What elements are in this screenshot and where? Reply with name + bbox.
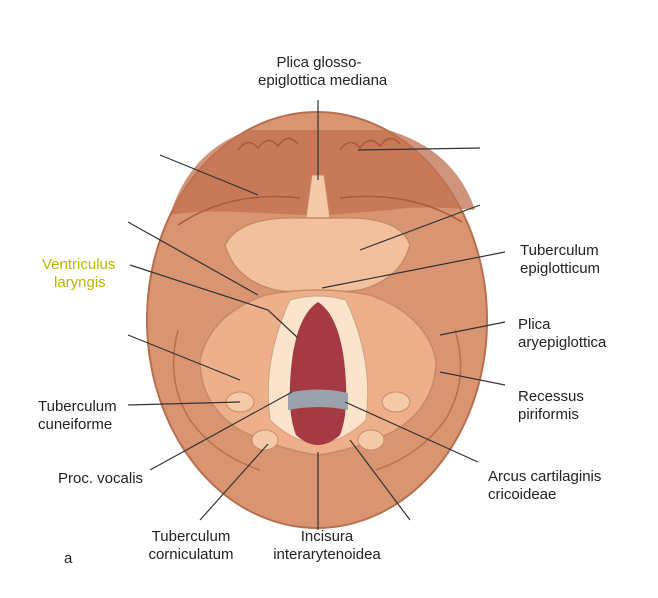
label-line: cuneiforme (38, 416, 113, 433)
label-line: piriformis (518, 406, 579, 423)
leader-tuberculum-epiglotticum (321, 251, 506, 289)
label-incisura-interarytenoidea: Incisura interarytenoidea (262, 528, 392, 564)
epiglottis (224, 216, 411, 294)
label-line: Plica glosso- (276, 54, 362, 71)
label-line: epiglottica mediana (258, 72, 388, 89)
label-line: cricoideae (488, 486, 557, 503)
leader-left-middle (127, 334, 241, 381)
label-plica-aryepiglottica: Plica aryepiglottica (518, 316, 606, 352)
leader-cuneiforme (127, 401, 241, 406)
label-recessus-piriformis: Recessus piriformis (518, 388, 584, 424)
label-line: Plica (518, 316, 551, 333)
rima-glottidis (289, 302, 347, 445)
tongue-base (170, 130, 475, 215)
leader-ventriculus (129, 264, 299, 339)
label-tuberculum-epiglotticum: Tuberculum epiglotticum (520, 242, 600, 278)
lingual-papillae (237, 137, 401, 151)
label-line: corniculatum (148, 546, 234, 563)
label-line: Tuberculum (151, 528, 231, 545)
cuneiform-tubercle-right (381, 391, 411, 413)
label-plica-glosso-epiglottica: Plica glosso- epiglottica mediana (258, 54, 388, 90)
label-line: interarytenoidea (273, 546, 381, 563)
label-line: aryepiglottica (518, 334, 607, 351)
corniculate-tubercle-right (357, 429, 385, 451)
leader-tongue-right (357, 147, 481, 151)
label-line: Proc. vocalis (58, 470, 144, 487)
label-line: laryngis (54, 274, 106, 291)
label-line: Tuberculum (38, 398, 117, 415)
panel-letter: a (64, 550, 73, 567)
piriform-recess-left (172, 329, 261, 471)
label-line: Recessus (518, 388, 584, 405)
leader-proc-vocalis (149, 391, 293, 471)
label-arcus-cartilaginis: Arcus cartilaginis cricoideae (488, 468, 601, 504)
leader-lines (127, 100, 506, 530)
leader-right-lower (349, 439, 411, 521)
leader-left-upper (127, 221, 259, 296)
label-tuberculum-corniculatum: Tuberculum corniculatum (136, 528, 246, 564)
piriform-recess-right (375, 329, 462, 471)
cricoid-band (288, 389, 348, 410)
label-line: epiglotticum (520, 260, 601, 277)
label-line: Ventriculus (42, 256, 116, 273)
leader-tongue-left (159, 154, 259, 196)
leader-recessus (439, 371, 506, 386)
label-line: Tuberculum (520, 242, 599, 259)
leader-plica-aryepiglottica (439, 321, 506, 336)
corniculate-tubercle-left (251, 429, 279, 451)
leader-arcus (344, 401, 479, 463)
label-proc-vocalis: Proc. vocalis (58, 470, 143, 488)
label-line: Arcus cartilaginis (488, 468, 602, 485)
label-line: Incisura (300, 528, 354, 545)
label-ventriculus-laryngis: Ventriculus laryngis (42, 256, 115, 292)
leader-corniculatum (199, 443, 269, 521)
label-tuberculum-cuneiforme: Tuberculum cuneiforme (38, 398, 117, 434)
vallecula-shadow (177, 195, 463, 226)
leader-epiglottis (359, 204, 481, 251)
